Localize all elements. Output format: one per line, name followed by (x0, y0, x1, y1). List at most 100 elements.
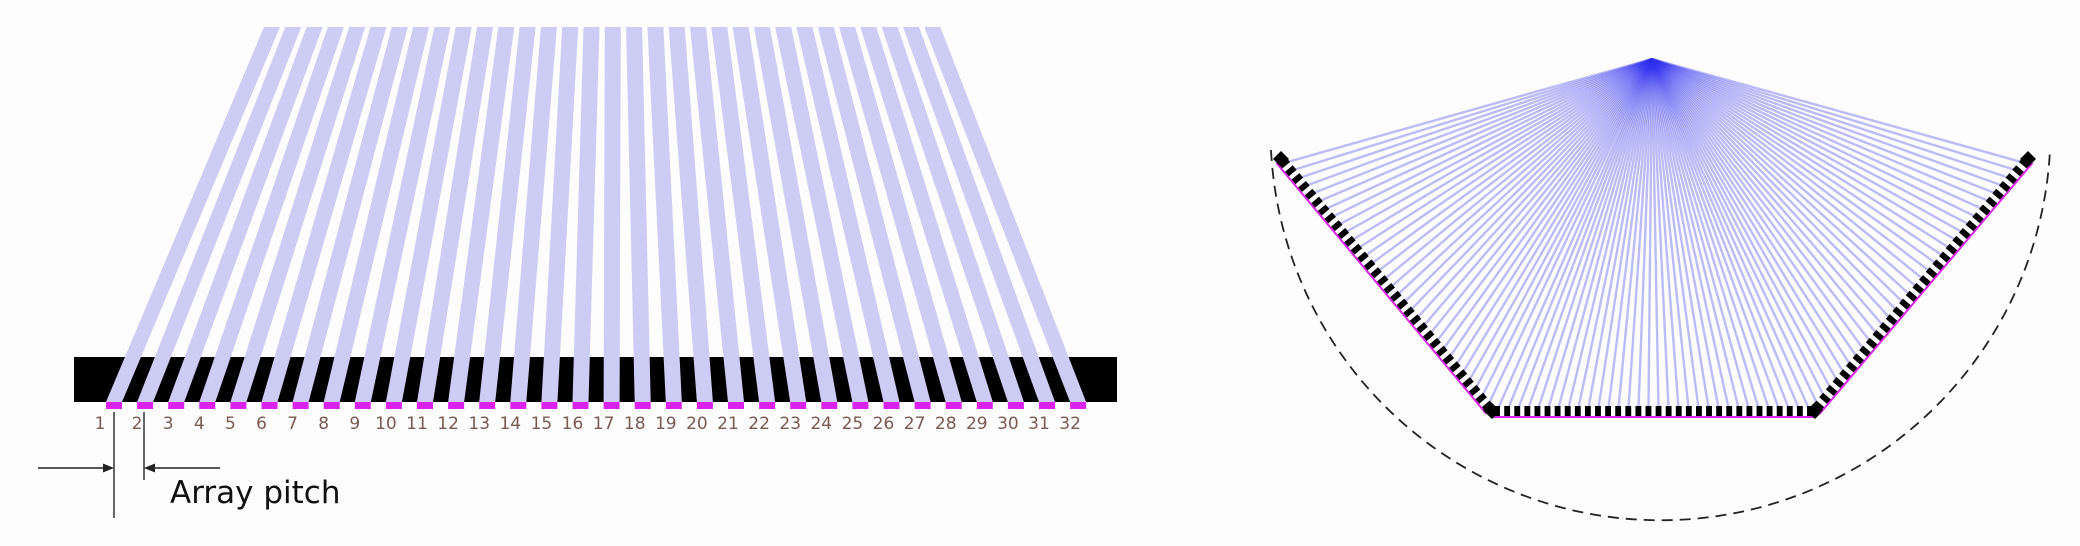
segment-element (2005, 173, 2018, 185)
ray (1414, 58, 1653, 321)
array-element (914, 402, 931, 409)
segment-element (1919, 275, 1931, 287)
element-number: 10 (375, 414, 397, 434)
segment-element (1383, 282, 1396, 294)
ray (1362, 58, 1653, 259)
segment-element (1635, 406, 1642, 416)
segment-element (1429, 337, 1441, 349)
segment-element-line (1818, 162, 2034, 415)
segment-element (1615, 406, 1622, 416)
ray (1616, 58, 1654, 412)
segment-element (1564, 406, 1571, 416)
ray (1650, 58, 1670, 412)
segment-element (1504, 406, 1511, 416)
ray (1516, 58, 1654, 412)
ray (1650, 58, 1701, 412)
segment-element (1992, 188, 2004, 200)
fiber-slot (873, 357, 900, 402)
fiber-slot (843, 357, 869, 402)
array-element (448, 402, 465, 409)
fiber (292, 27, 408, 402)
segment-element (1524, 406, 1531, 416)
segment-element (1449, 361, 1461, 373)
segment-element (1706, 406, 1712, 416)
fiber-slot (1052, 357, 1087, 402)
ray (1447, 58, 1653, 360)
element-number: 32 (1059, 414, 1081, 434)
array-element (728, 402, 744, 409)
segment-element (1514, 406, 1521, 416)
fiber (626, 27, 651, 402)
fiber (603, 27, 621, 402)
segment-element (1298, 180, 1310, 192)
segment-element (1422, 330, 1435, 341)
ray (1495, 58, 1654, 412)
segment-element (1331, 220, 1343, 232)
ray (1651, 58, 1946, 259)
element-number: 12 (437, 414, 459, 434)
segment-element (1952, 235, 1964, 247)
ray (1460, 58, 1654, 376)
element-number: 23 (779, 414, 801, 434)
element-number: 8 (318, 414, 329, 434)
segment-element (1939, 251, 1951, 263)
array-element (106, 402, 122, 409)
ray (1651, 57, 1966, 235)
element-number: 24 (810, 414, 832, 434)
segment-element (1436, 345, 1448, 357)
element-number: 25 (842, 414, 864, 434)
ray (1651, 58, 1873, 345)
array-element (603, 402, 620, 409)
array-element (479, 402, 496, 409)
ray (1440, 58, 1653, 352)
fiber-slot (783, 357, 807, 402)
element-number: 19 (655, 414, 677, 434)
ray (1650, 58, 1827, 399)
ray (1647, 58, 1654, 412)
fiber (354, 27, 451, 402)
array-element (292, 402, 309, 409)
array-segment-right (1807, 151, 2036, 418)
fiber (839, 27, 962, 402)
element-number: 27 (904, 414, 926, 434)
segment-element (1932, 259, 1944, 271)
segment-element (1786, 406, 1793, 416)
array-element (261, 402, 278, 409)
ray (1375, 58, 1653, 274)
segment-element (1370, 267, 1382, 279)
element-number: 18 (624, 414, 646, 434)
array-element (1039, 402, 1055, 409)
ray (1651, 57, 1979, 219)
fiber (137, 27, 302, 402)
segment-element (1872, 329, 1884, 341)
ray (1650, 58, 1741, 412)
element-number: 6 (256, 414, 267, 434)
fiber (572, 27, 600, 402)
ray (1651, 57, 2019, 172)
segment-element (1363, 259, 1376, 271)
array-element (759, 402, 776, 409)
ray (1349, 57, 1653, 243)
fiber-slot (199, 357, 231, 402)
fiber (796, 27, 900, 402)
element-number: 4 (194, 414, 205, 434)
fiber-slot (137, 357, 171, 402)
fiber-slot (417, 357, 441, 402)
fiber-slot (106, 357, 141, 402)
fiber (732, 27, 807, 402)
array-element (1007, 402, 1024, 409)
ray (1627, 58, 1654, 412)
segment-element (1726, 406, 1733, 416)
segment-element (2012, 165, 2024, 177)
segment-element (1554, 406, 1561, 416)
segment-element (1925, 267, 1938, 279)
ray (1329, 57, 1653, 219)
segment-end-cap (1807, 402, 1823, 418)
segment-element (1311, 196, 1323, 208)
fiber (860, 27, 993, 402)
fiber-slot (479, 357, 501, 402)
array-segment-bottom (1484, 403, 1823, 419)
segment-element (1462, 377, 1474, 389)
segment-element (1304, 188, 1317, 200)
segment-element (1766, 406, 1773, 416)
